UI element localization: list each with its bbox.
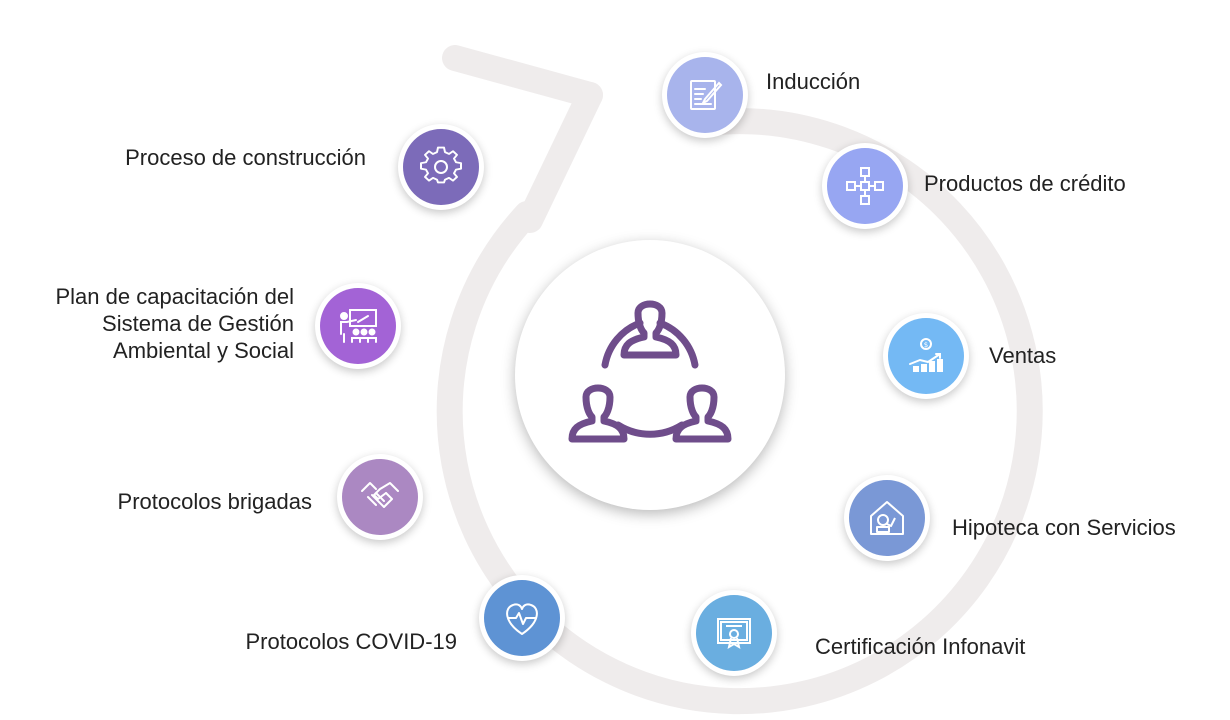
step-disc bbox=[827, 148, 903, 224]
step-disc: $ bbox=[888, 318, 964, 394]
step-node-ventas[interactable]: $ bbox=[883, 313, 969, 399]
step-node-proceso-construccion[interactable] bbox=[398, 124, 484, 210]
training-presentation-icon bbox=[340, 309, 377, 343]
gear-icon bbox=[420, 146, 462, 184]
step-node-productos-credito[interactable] bbox=[822, 143, 908, 229]
step-label-ventas: Ventas bbox=[989, 343, 1057, 368]
step-disc bbox=[849, 480, 925, 556]
step-disc bbox=[667, 57, 743, 133]
house-mortgage-icon bbox=[870, 501, 904, 535]
step-label-induccion: Inducción bbox=[766, 69, 861, 94]
heart-pulse-icon bbox=[506, 603, 538, 635]
step-label-plan-capacitacion: Plan de capacitación del Sistema de Gest… bbox=[55, 284, 295, 363]
step-label-covid: Protocolos COVID-19 bbox=[245, 629, 457, 654]
certificate-icon bbox=[717, 618, 751, 650]
step-disc bbox=[403, 129, 479, 205]
step-disc bbox=[696, 595, 772, 671]
step-disc bbox=[484, 580, 560, 656]
step-disc bbox=[342, 459, 418, 535]
handshake-icon bbox=[361, 482, 399, 508]
step-node-covid[interactable] bbox=[479, 575, 565, 661]
step-label-hipoteca: Hipoteca con Servicios bbox=[952, 515, 1176, 540]
step-disc bbox=[320, 288, 396, 364]
step-node-certificacion[interactable] bbox=[691, 590, 777, 676]
sales-growth-icon: $ bbox=[909, 338, 943, 372]
cycle-arrow-head bbox=[517, 82, 603, 233]
document-edit-icon bbox=[690, 80, 723, 110]
svg-text:$: $ bbox=[924, 341, 928, 349]
step-label-productos-credito: Productos de crédito bbox=[924, 171, 1126, 196]
step-node-hipoteca[interactable] bbox=[844, 475, 930, 561]
step-node-plan-capacitacion[interactable] bbox=[315, 283, 401, 369]
step-label-proceso-construccion: Proceso de construcción bbox=[125, 145, 366, 170]
center-circle bbox=[515, 240, 785, 510]
cycle-ring-path bbox=[436, 108, 1043, 715]
step-label-certificacion: Certificación Infonavit bbox=[815, 634, 1026, 659]
cycle-arrow-shaft bbox=[442, 45, 603, 108]
team-network-icon bbox=[568, 300, 732, 443]
step-label-brigadas: Protocolos brigadas bbox=[117, 489, 312, 514]
step-node-brigadas[interactable] bbox=[337, 454, 423, 540]
step-node-induccion[interactable] bbox=[662, 52, 748, 138]
network-nodes-icon bbox=[846, 167, 884, 205]
